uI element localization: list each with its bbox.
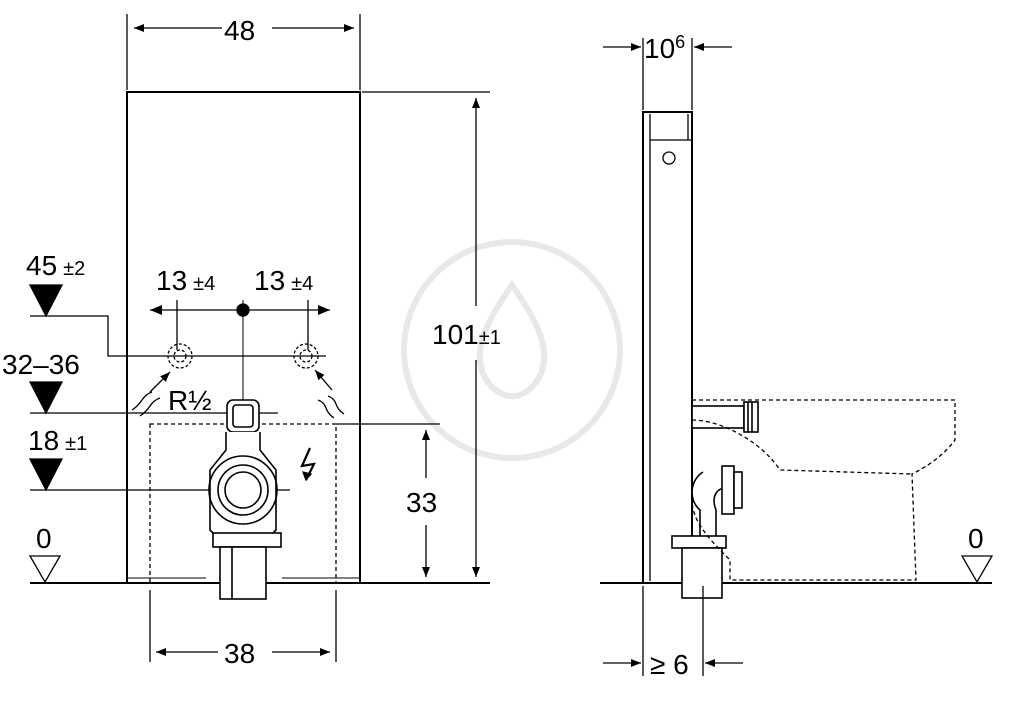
center-point [236, 303, 250, 317]
depth-label: 106 [644, 32, 685, 64]
drain-bend-side [671, 465, 743, 599]
min-clearance-label: ≥ 6 [650, 649, 689, 680]
level-45-marker [28, 284, 64, 318]
thread-label: R½ [168, 385, 212, 416]
width-label: 48 [224, 15, 255, 46]
level-18-marker [28, 458, 64, 492]
left-offset-label: 13±4 [156, 265, 215, 296]
right-offset-label: 13±4 [254, 265, 313, 296]
floor-label-left: 0 [36, 523, 52, 554]
side-view [600, 38, 994, 676]
front-view [28, 14, 490, 662]
module-side [642, 111, 693, 584]
level-45-line [30, 315, 326, 357]
watermark-logo [401, 239, 623, 461]
level-18-label: 18±1 [28, 425, 87, 456]
level-32-marker [28, 381, 64, 415]
floor-label-right: 0 [968, 523, 984, 554]
level-45-label: 45±2 [26, 250, 85, 281]
water-connection-side [691, 401, 759, 433]
level-32-label: 32–36 [2, 349, 80, 380]
hose-right [317, 395, 345, 419]
frame-height-label: 33 [406, 487, 437, 518]
flush-button [662, 151, 676, 165]
floor-marker-left [28, 555, 62, 584]
bottom-width-label: 38 [224, 638, 255, 669]
toilet-outline [691, 399, 956, 581]
electrical-icon [300, 447, 316, 481]
drain-fitting [208, 399, 282, 600]
height-label: 101±1 [432, 319, 501, 350]
hose-left [131, 391, 161, 417]
floor-marker-right [960, 555, 994, 584]
